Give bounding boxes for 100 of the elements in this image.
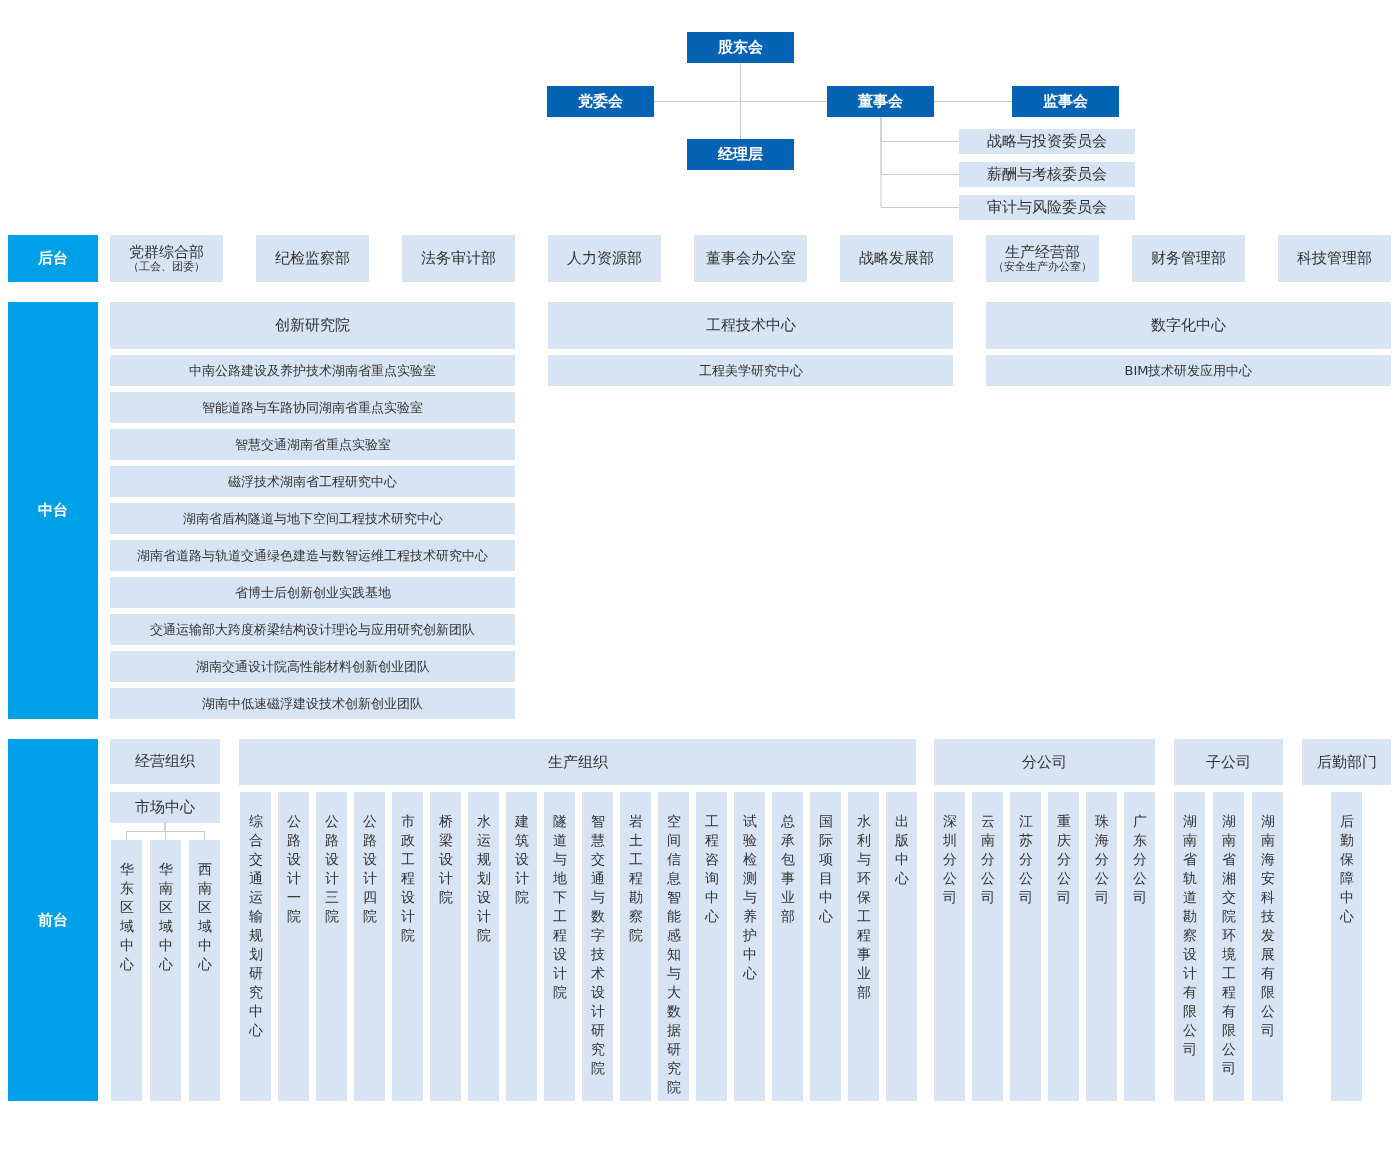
department-label: 重庆分公司 [1056, 812, 1071, 907]
org-box: 党委会 [547, 86, 654, 117]
department-column [506, 792, 537, 1101]
department-box [986, 235, 1099, 282]
department-box: BIM技术研发应用中心 [986, 355, 1391, 386]
department-column [582, 792, 613, 1101]
department-column [972, 792, 1003, 1101]
department-box: 市场中心 [110, 792, 220, 823]
department-column [278, 792, 309, 1101]
department-column [1331, 792, 1362, 1101]
department-box: 工程技术中心 [548, 302, 953, 349]
department-label: 国际项目中心 [818, 812, 833, 926]
department-label: 公路设计四院 [362, 812, 377, 926]
department-column [468, 792, 499, 1101]
department-label: 公路设计三院 [324, 812, 339, 926]
org-box: 监事会 [1012, 86, 1119, 117]
department-box: 分公司 [934, 739, 1155, 785]
department-column [810, 792, 841, 1101]
department-label: 智慧交通与数字技术设计研究院 [590, 812, 605, 1078]
department-column [734, 792, 765, 1101]
department-box: 董事会办公室 [694, 235, 807, 282]
connector-line [933, 101, 1013, 102]
department-column [1213, 792, 1244, 1101]
department-box: 湖南交通设计院高性能材料创新创业团队 [110, 651, 515, 682]
department-box: 智慧交通湖南省重点实验室 [110, 429, 515, 460]
department-label: 云南分公司 [980, 812, 995, 907]
connector-line [653, 101, 828, 102]
department-label: 试验检测与养护中心 [742, 812, 757, 983]
department-box: 省博士后创新创业实践基地 [110, 577, 515, 608]
tier-band: 后台 [8, 235, 98, 282]
department-label: 出版中心 [894, 812, 909, 888]
department-column [772, 792, 803, 1101]
department-label: 空间信息智能感知与大数据研究院 [666, 812, 681, 1097]
tier-band: 前台 [8, 739, 98, 1101]
department-label: 后勤保障中心 [1339, 812, 1354, 926]
department-label: 隧道与地下工程设计院 [552, 812, 567, 1002]
department-column [658, 792, 689, 1101]
department-box: 人力资源部 [548, 235, 661, 282]
department-label: 广东分公司 [1132, 812, 1147, 907]
department-box: 薪酬与考核委员会 [959, 162, 1135, 187]
department-column [696, 792, 727, 1101]
department-column [354, 792, 385, 1101]
department-label: 西南区域中心 [197, 860, 212, 974]
department-box: 工程美学研究中心 [548, 355, 953, 386]
department-column [1174, 792, 1205, 1101]
department-box: 湖南省盾构隧道与地下空间工程技术研究中心 [110, 503, 515, 534]
department-box: 数字化中心 [986, 302, 1391, 349]
department-label: 湖南省湘交院环境工程有限公司 [1221, 812, 1236, 1078]
department-box: 战略与投资委员会 [959, 129, 1135, 154]
department-label: 湖南海安科技发展有限公司 [1260, 812, 1275, 1040]
department-box: 审计与风险委员会 [959, 195, 1135, 220]
department-column [620, 792, 651, 1101]
department-box: 财务管理部 [1132, 235, 1245, 282]
department-column [316, 792, 347, 1101]
department-box: 智能道路与车路协同湖南省重点实验室 [110, 392, 515, 423]
department-box: 经营组织 [110, 739, 220, 784]
department-column [240, 792, 271, 1101]
department-column [1010, 792, 1041, 1101]
department-label: （安全生产办公室） [993, 261, 1092, 274]
department-label: 水运规划设计院 [476, 812, 491, 945]
department-column [1124, 792, 1155, 1101]
department-box: 法务审计部 [402, 235, 515, 282]
department-box: 中南公路建设及养护技术湖南省重点实验室 [110, 355, 515, 386]
department-label: 工程咨询中心 [704, 812, 719, 926]
department-column [1252, 792, 1283, 1101]
department-label: 华南区域中心 [158, 860, 173, 974]
department-box: 湖南中低速磁浮建设技术创新创业团队 [110, 688, 515, 719]
tier-band: 中台 [8, 302, 98, 719]
connector-line [880, 116, 960, 208]
org-box: 董事会 [827, 86, 934, 117]
department-box: 磁浮技术湖南省工程研究中心 [110, 466, 515, 497]
department-column [150, 840, 181, 1101]
department-label: 华东区域中心 [119, 860, 134, 974]
connector-line [740, 62, 741, 140]
org-box: 经理层 [687, 139, 794, 170]
department-label: 江苏分公司 [1018, 812, 1033, 907]
connector-line [164, 822, 205, 841]
department-label: 综合交通运输规划研究中心 [248, 812, 263, 1040]
department-box: 后勤部门 [1302, 739, 1391, 785]
department-box: 生产组织 [239, 739, 916, 785]
department-column [189, 840, 220, 1101]
department-box: 战略发展部 [840, 235, 953, 282]
department-column [111, 840, 142, 1101]
department-label: 桥梁设计院 [438, 812, 453, 907]
department-box: 子公司 [1174, 739, 1283, 785]
department-label: 生产经营部 [1005, 243, 1080, 262]
department-column [934, 792, 965, 1101]
department-box [110, 235, 223, 282]
department-label: 党群综合部 [129, 243, 204, 262]
department-label: 深圳分公司 [942, 812, 957, 907]
department-label: 建筑设计院 [514, 812, 529, 907]
department-label: 市政工程设计院 [400, 812, 415, 945]
department-column [430, 792, 461, 1101]
department-label: 总承包事业部 [780, 812, 795, 926]
department-label: （工会、团委） [128, 261, 205, 274]
department-column [1048, 792, 1079, 1101]
department-column [848, 792, 879, 1101]
department-box: 湖南省道路与轨道交通绿色建造与数智运维工程技术研究中心 [110, 540, 515, 571]
department-box: 交通运输部大跨度桥梁结构设计理论与应用研究创新团队 [110, 614, 515, 645]
org-box: 股东会 [687, 32, 794, 63]
